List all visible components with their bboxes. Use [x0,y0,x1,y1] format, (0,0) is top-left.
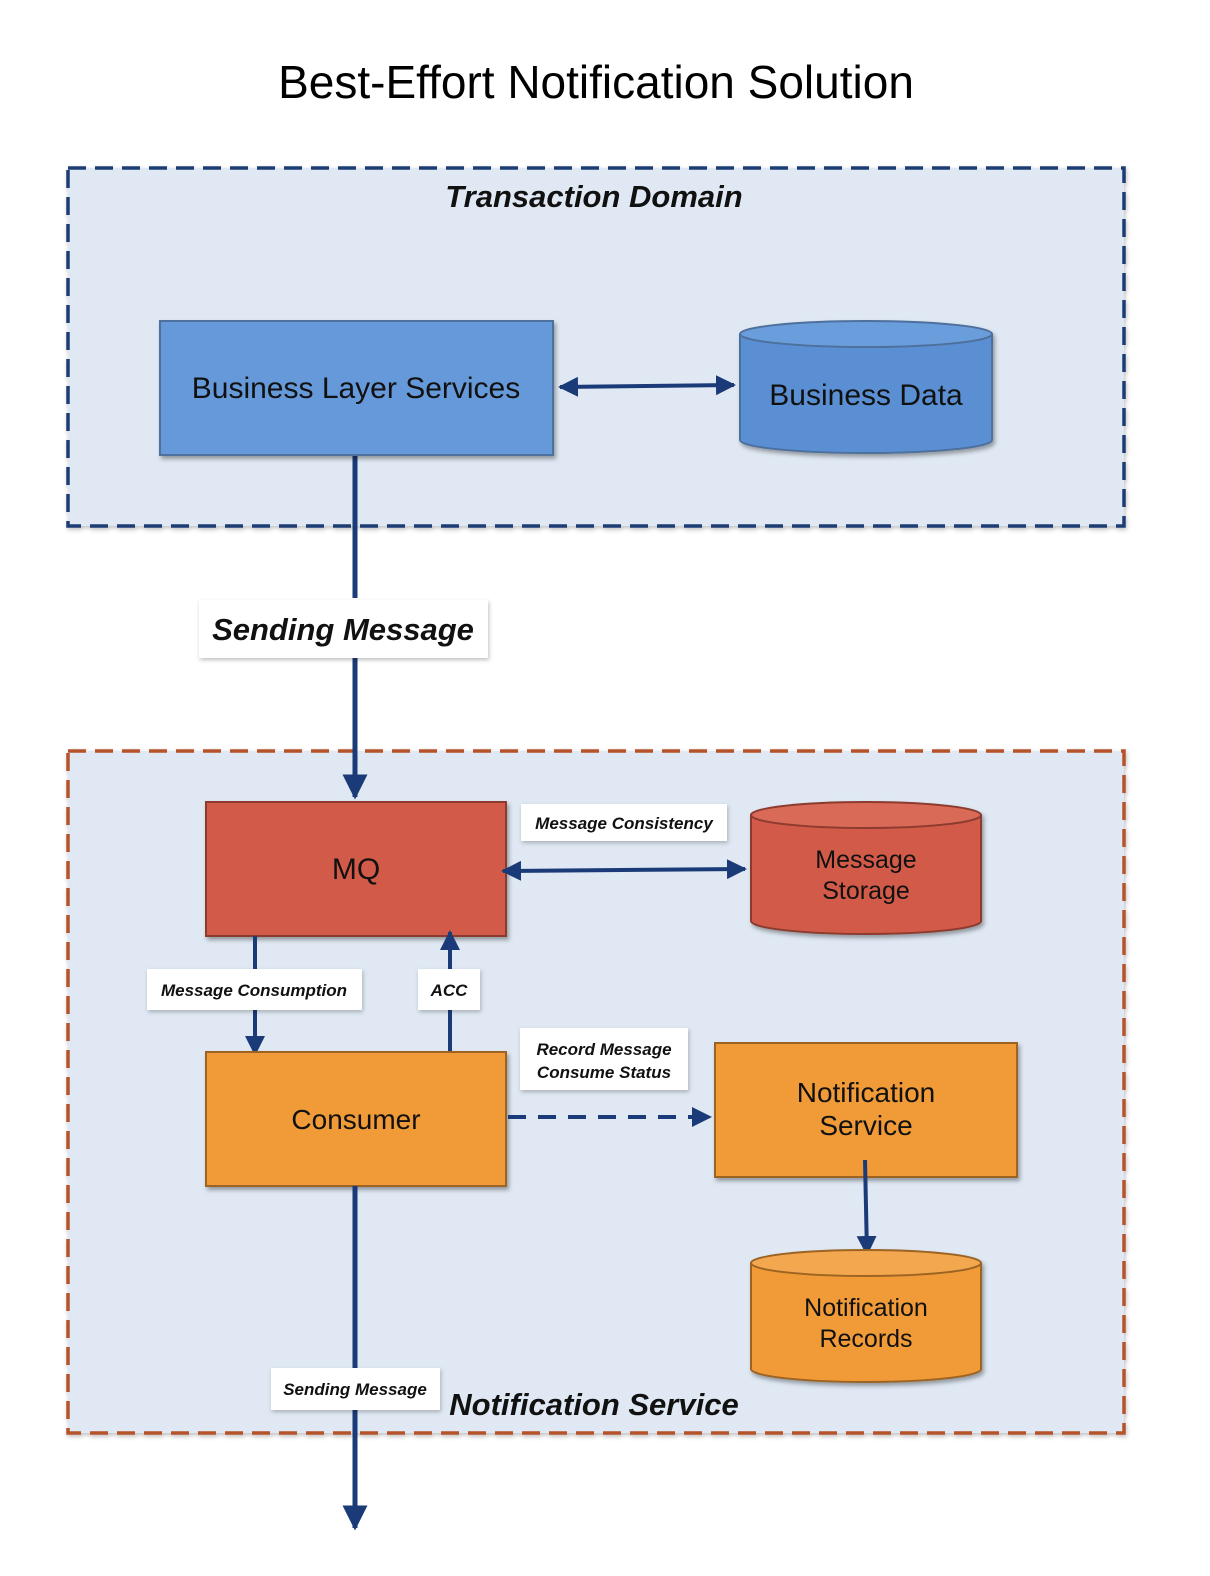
consumer-box [205,1051,507,1187]
notification-records-label-line1: Notification [804,1294,928,1322]
business-data-cylinder [739,320,993,454]
sending-message-top-label: Sending Message [212,612,474,647]
notification-service-label-line2: Service [819,1110,912,1141]
record-status-label-line2: Consume Status [537,1063,671,1082]
edge-business-layer-business-data [558,375,736,397]
message-consistency-box [521,804,727,841]
record-status-label-line1: Record Message [536,1040,671,1059]
consumer-label: Consumer [291,1104,420,1135]
acc-box [418,969,480,1010]
message-storage-cylinder [750,801,982,935]
sending-message-top-box [199,600,488,658]
notification-records-label-line2: Records [819,1325,912,1353]
edge-notification-service-to-records [856,1159,877,1256]
diagram-title: Best-Effort Notification Solution [278,56,914,108]
acc-label: ACC [430,981,469,1000]
sending-message-bottom-label: Sending Message [283,1380,427,1399]
mq-label: MQ [332,853,380,886]
message-storage-label-line2: Storage [822,877,910,905]
sending-message-bottom-box [271,1368,440,1410]
notification-service-box [714,1042,1018,1178]
message-consumption-label: Message Consumption [161,981,347,1000]
edge-mq-message-storage [501,859,747,881]
notification-records-cylinder [750,1249,982,1383]
business-data-label: Business Data [769,379,963,412]
message-storage-label-line1: Message [815,846,916,874]
message-consumption-box [147,969,362,1010]
notification-domain-label: Notification Service [449,1387,738,1422]
business-layer-services-label: Business Layer Services [192,372,520,405]
business-layer-services-box [159,320,554,456]
transaction-domain-label: Transaction Domain [445,179,742,214]
message-consistency-label: Message Consistency [535,814,714,833]
mq-box [205,801,507,937]
record-status-box [520,1028,688,1090]
notification-service-label-line1: Notification [797,1077,936,1108]
